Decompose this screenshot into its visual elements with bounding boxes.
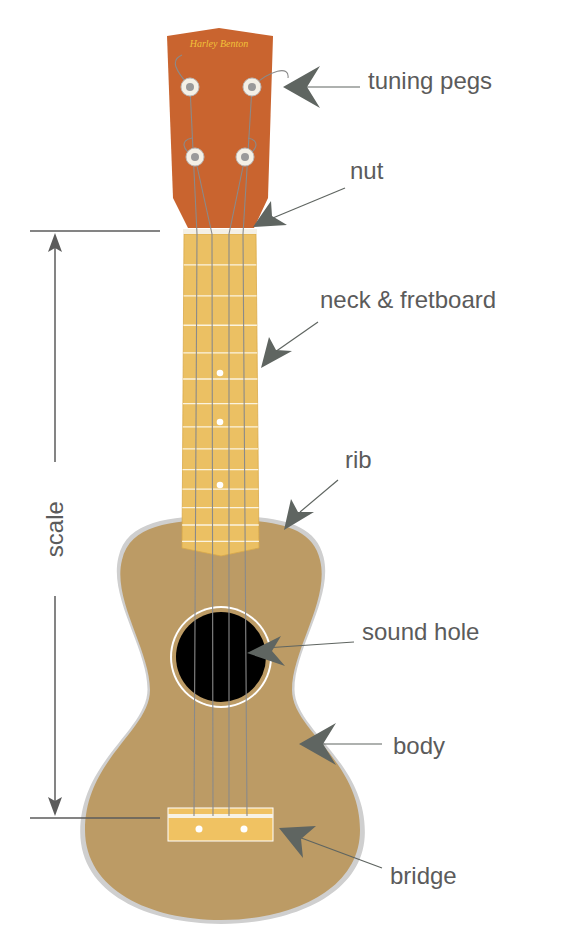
part-label: nut (350, 158, 383, 184)
fret-lines (182, 265, 259, 542)
body-shape (85, 520, 360, 920)
part-label: neck & fretboard (320, 287, 496, 313)
sound-hole-ring (170, 606, 272, 708)
brand-name: Harley Benton (190, 38, 249, 49)
part-label: bridge (390, 863, 457, 889)
fret-line (182, 541, 259, 542)
part-label: body (393, 733, 445, 759)
fret-line (184, 295, 257, 296)
fret-dot (217, 370, 224, 377)
tuning-pegs (181, 78, 261, 166)
fret-line (182, 507, 258, 508)
leader-arrows (247, 66, 382, 868)
part-label: tuning pegs (368, 68, 492, 94)
fret-line (183, 378, 257, 379)
fret-line (183, 352, 257, 353)
part-label: rib (345, 447, 372, 473)
bridge-saddle (168, 814, 273, 818)
fret-line (183, 448, 258, 449)
sound-hole (176, 612, 266, 702)
part-label: sound hole (362, 619, 479, 645)
fret-line (182, 524, 259, 525)
fret-dot (217, 419, 224, 426)
rib-shadow (80, 516, 365, 924)
fret-dot (217, 482, 224, 489)
fret-line (183, 426, 258, 427)
fret-line (182, 469, 258, 470)
headstock (167, 28, 273, 228)
bridge-pin (241, 826, 248, 833)
bridge-block (168, 808, 273, 841)
fret-line (184, 264, 256, 265)
sound-hole-inner (172, 608, 270, 706)
nut-bar (183, 229, 257, 234)
fret-line (183, 325, 256, 326)
fretboard (182, 234, 259, 556)
fret-line (183, 403, 258, 404)
bridge-pin (196, 826, 203, 833)
dimension-label: scale (42, 497, 68, 561)
strings (175, 55, 288, 816)
fret-line (182, 488, 258, 489)
scale-dimension (30, 231, 160, 818)
